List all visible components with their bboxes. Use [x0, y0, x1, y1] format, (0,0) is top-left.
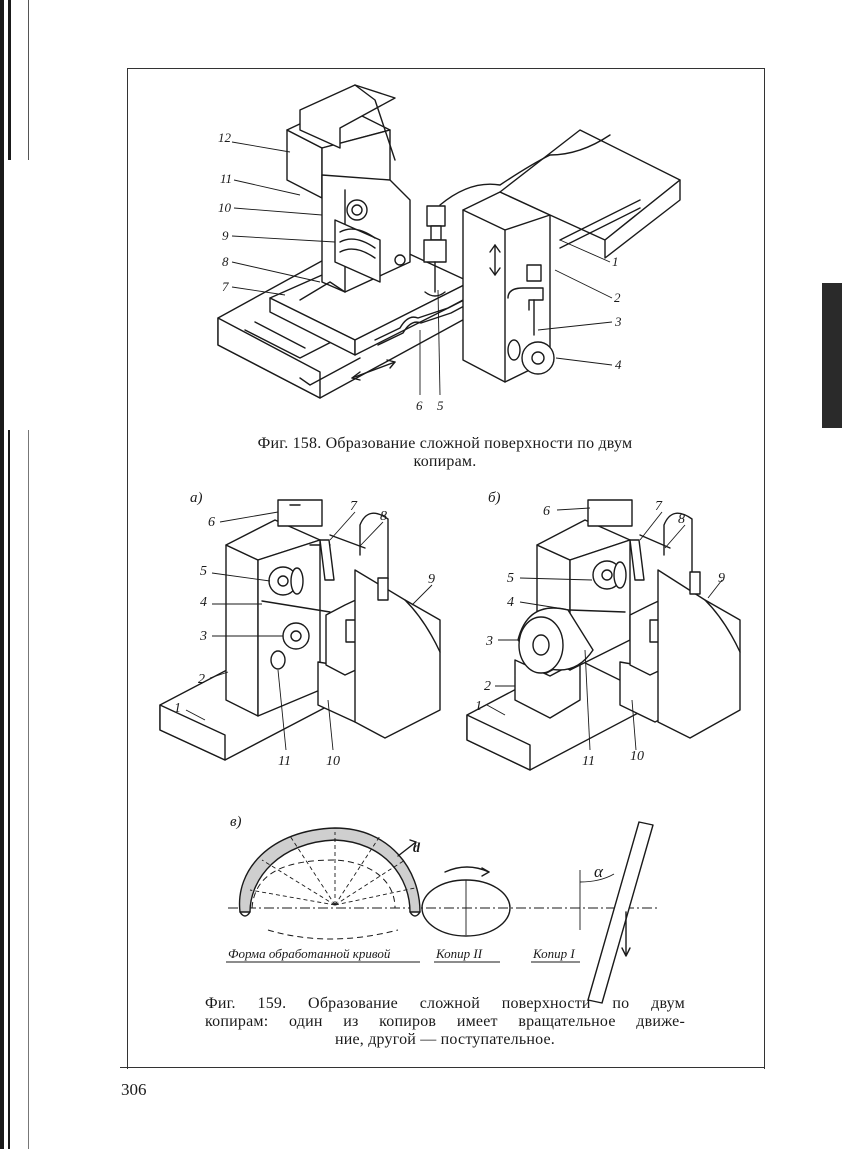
fig159a-label-6: 6: [208, 515, 215, 530]
fig159b-leaders: [486, 507, 723, 751]
fig159-caption-line2: копирам: один из копиров имеет вращатель…: [205, 1013, 685, 1030]
page-frame-bottom: [120, 1067, 765, 1068]
fig158-feed-arrow: [351, 359, 396, 381]
fig159b-label-2: 2: [484, 679, 491, 694]
fig159a-tag: а): [190, 490, 203, 506]
fig159v-label-copier1: Копир I: [532, 946, 575, 961]
fig158-label-1: 1: [612, 254, 619, 269]
fig159a-label-group: а) 6 7 8 5 9 4 3 2 1 11 10: [174, 490, 435, 769]
fig158-label-12: 12: [218, 130, 232, 145]
fig159a-label-8: 8: [380, 509, 387, 524]
fig159b-label-4: 4: [507, 595, 514, 610]
fig159v-machined-curve: d: [238, 827, 421, 940]
fig158-label-2: 2: [614, 290, 621, 305]
fig159b-label-9: 9: [718, 571, 725, 586]
binding-edge-thin: [28, 0, 29, 160]
fig159a-label-5: 5: [200, 564, 207, 579]
fig159v-dimension-d: d: [413, 841, 421, 856]
fig159v-copier1: α: [579, 821, 654, 1004]
fig159a-label-2: 2: [198, 672, 205, 687]
fig158-label-3: 3: [614, 314, 622, 329]
fig158-caption-line1: Фиг. 158. Образование сложной поверхност…: [257, 435, 633, 452]
fig159b-label-6: 6: [543, 504, 550, 519]
fig159b-label-11: 11: [582, 754, 595, 769]
fig159a-label-7: 7: [350, 499, 358, 514]
page-frame: [127, 68, 765, 1069]
fig159a-label-9: 9: [428, 572, 435, 587]
fig158-rear-slide: [439, 129, 681, 259]
fig159b-label-5: 5: [507, 571, 514, 586]
fig159a-label-11: 11: [278, 754, 291, 769]
fig159-caption: Фиг. 159. Образование сложной поверхност…: [205, 995, 685, 1049]
page-number: 306: [121, 1080, 147, 1099]
fig159a-machine: [159, 499, 441, 761]
fig159v-label-copier2: Копир II: [435, 946, 483, 961]
fig159v-rays: [249, 832, 416, 906]
fig158-label-6: 6: [416, 398, 423, 413]
fig159b-label-10: 10: [630, 749, 644, 764]
scan-mark-right: [822, 283, 842, 428]
fig158-label-11: 11: [220, 171, 232, 186]
fig159a-label-1: 1: [174, 701, 181, 716]
fig158-label-8: 8: [222, 254, 229, 269]
fig158-spindle: [423, 205, 447, 297]
fig159a-label-10: 10: [326, 754, 340, 769]
fig159v-label-curve: Форма обработанной кривой: [228, 946, 391, 961]
fig159b-label-group: б) 6 7 8 5 9 4 3 2 1 11 10: [475, 490, 725, 769]
fig158-label-5: 5: [437, 398, 444, 413]
fig158-leaders: [231, 141, 613, 396]
fig159b-label-8: 8: [678, 512, 685, 527]
fig159-caption-line1: Фиг. 159. Образование сложной поверхност…: [205, 995, 685, 1012]
fig158-copier: [374, 299, 467, 346]
binding-edge-thin-lower: [28, 430, 29, 1149]
fig159a-label-4: 4: [200, 595, 207, 610]
fig159a-leaders: [185, 511, 433, 751]
binding-edge-inner-lower: [8, 430, 10, 1149]
fig158-label-9: 9: [222, 228, 229, 243]
fig159v-tag: в): [230, 814, 242, 830]
fig159b-machine: [466, 499, 741, 771]
fig158-caption: Фиг. 158. Образование сложной поверхност…: [180, 435, 710, 471]
fig159a-label-3: 3: [199, 629, 207, 644]
fig158-label-group: 12 11 10 9 8 7 6 5 1 2 3 4: [218, 130, 622, 413]
fig158-label-10: 10: [218, 200, 232, 215]
fig158-caption-line2: копирам.: [413, 453, 477, 470]
binding-edge-inner: [8, 0, 11, 160]
fig159b-label-3: 3: [485, 634, 493, 649]
fig158-column: [286, 84, 411, 301]
fig159-caption-line3: ние, другой — поступательное.: [334, 1031, 555, 1048]
fig159b-tag: б): [488, 490, 501, 506]
fig159v-angle-alpha: α: [594, 862, 604, 881]
fig158-label-7: 7: [222, 279, 229, 294]
fig159b-label-7: 7: [655, 499, 663, 514]
fig159b-label-1: 1: [475, 699, 482, 714]
fig158-label-4: 4: [615, 357, 622, 372]
binding-edge: [0, 0, 4, 1149]
fig158-right-stand: [462, 191, 555, 383]
fig159v-copier2: [421, 866, 511, 937]
